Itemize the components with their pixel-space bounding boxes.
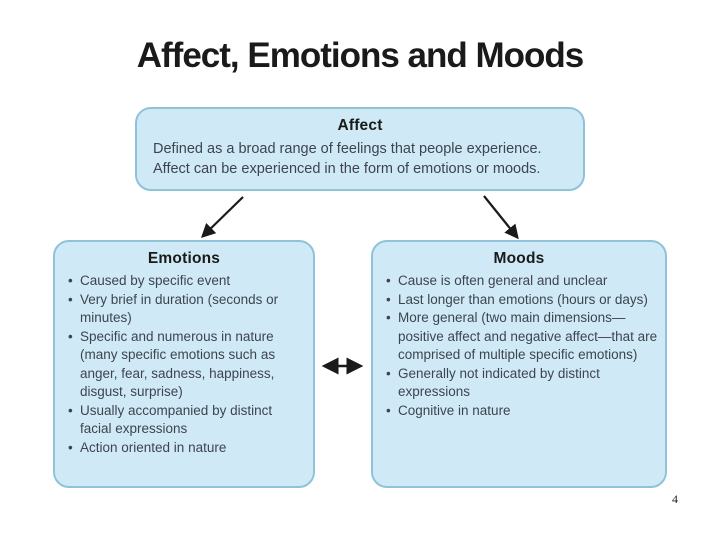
emotions-bullet-list: Caused by specific event Very brief in d… <box>55 272 313 457</box>
moods-bullet: Generally not indicated by distinct expr… <box>385 365 659 402</box>
moods-box: Moods Cause is often general and unclear… <box>371 240 667 488</box>
affect-box-body: Defined as a broad range of feelings tha… <box>137 139 583 179</box>
emotions-bullet: Caused by specific event <box>67 272 307 291</box>
moods-box-title: Moods <box>493 250 545 267</box>
affect-box: Affect Defined as a broad range of feeli… <box>135 107 585 191</box>
affect-to-emotions-arrow <box>200 196 244 238</box>
affect-box-title: Affect <box>337 117 383 134</box>
moods-bullet: Last longer than emotions (hours or days… <box>385 291 659 310</box>
emotions-box-title: Emotions <box>147 250 221 267</box>
moods-bullet: Cause is often general and unclear <box>385 272 659 291</box>
moods-bullet: More general (two main dimensions—positi… <box>385 309 659 365</box>
affect-body-line-1: Defined as a broad range of feelings tha… <box>153 141 542 157</box>
emotions-bullet: Very brief in duration (seconds or minut… <box>67 291 307 328</box>
moods-bullet-list: Cause is often general and unclear Last … <box>373 272 665 420</box>
moods-bullet: Cognitive in nature <box>385 402 659 421</box>
affect-to-moods-arrow <box>483 195 519 240</box>
slide-title: Affect, Emotions and Moods <box>136 36 585 75</box>
emotions-bullet: Specific and numerous in nature (many sp… <box>67 328 307 402</box>
emotions-bullet: Usually accompanied by distinct facial e… <box>67 402 307 439</box>
emotions-bullet: Action oriented in nature <box>67 439 307 458</box>
affect-body-line-2: Affect can be experienced in the form of… <box>153 161 541 177</box>
page-number: 4 <box>672 492 678 506</box>
emotions-box: Emotions Caused by specific event Very b… <box>53 240 315 488</box>
